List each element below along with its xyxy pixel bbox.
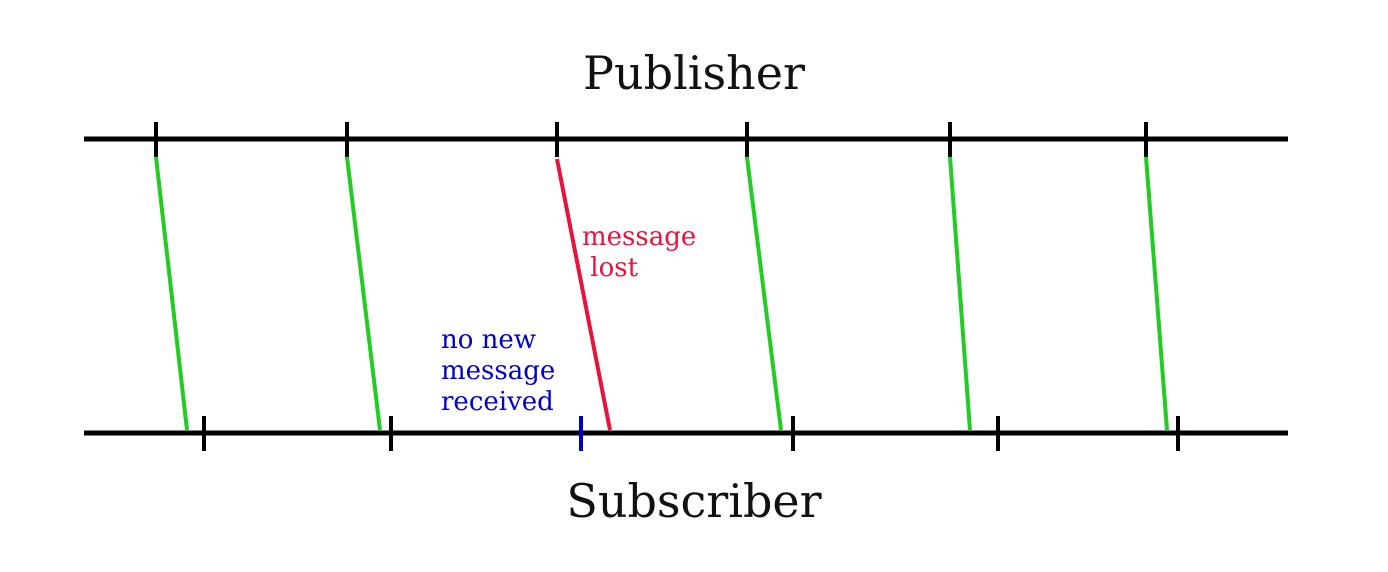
delivered-message-line bbox=[745, 156, 783, 431]
publisher-title: Publisher bbox=[583, 46, 805, 100]
lost-message-line bbox=[555, 158, 612, 431]
subscriber-ticks bbox=[202, 416, 1180, 451]
publisher-ticks bbox=[154, 122, 1148, 157]
no-new-message-label: no new message received bbox=[441, 325, 556, 417]
subscriber-title: Subscriber bbox=[566, 474, 822, 528]
delivered-message-line bbox=[154, 156, 189, 431]
delivered-message-line bbox=[948, 156, 972, 431]
delivered-message-line bbox=[345, 156, 382, 431]
delivered-message-line bbox=[1144, 156, 1169, 431]
message-lines bbox=[154, 156, 1169, 431]
message-lost-label: message lost bbox=[582, 222, 697, 283]
